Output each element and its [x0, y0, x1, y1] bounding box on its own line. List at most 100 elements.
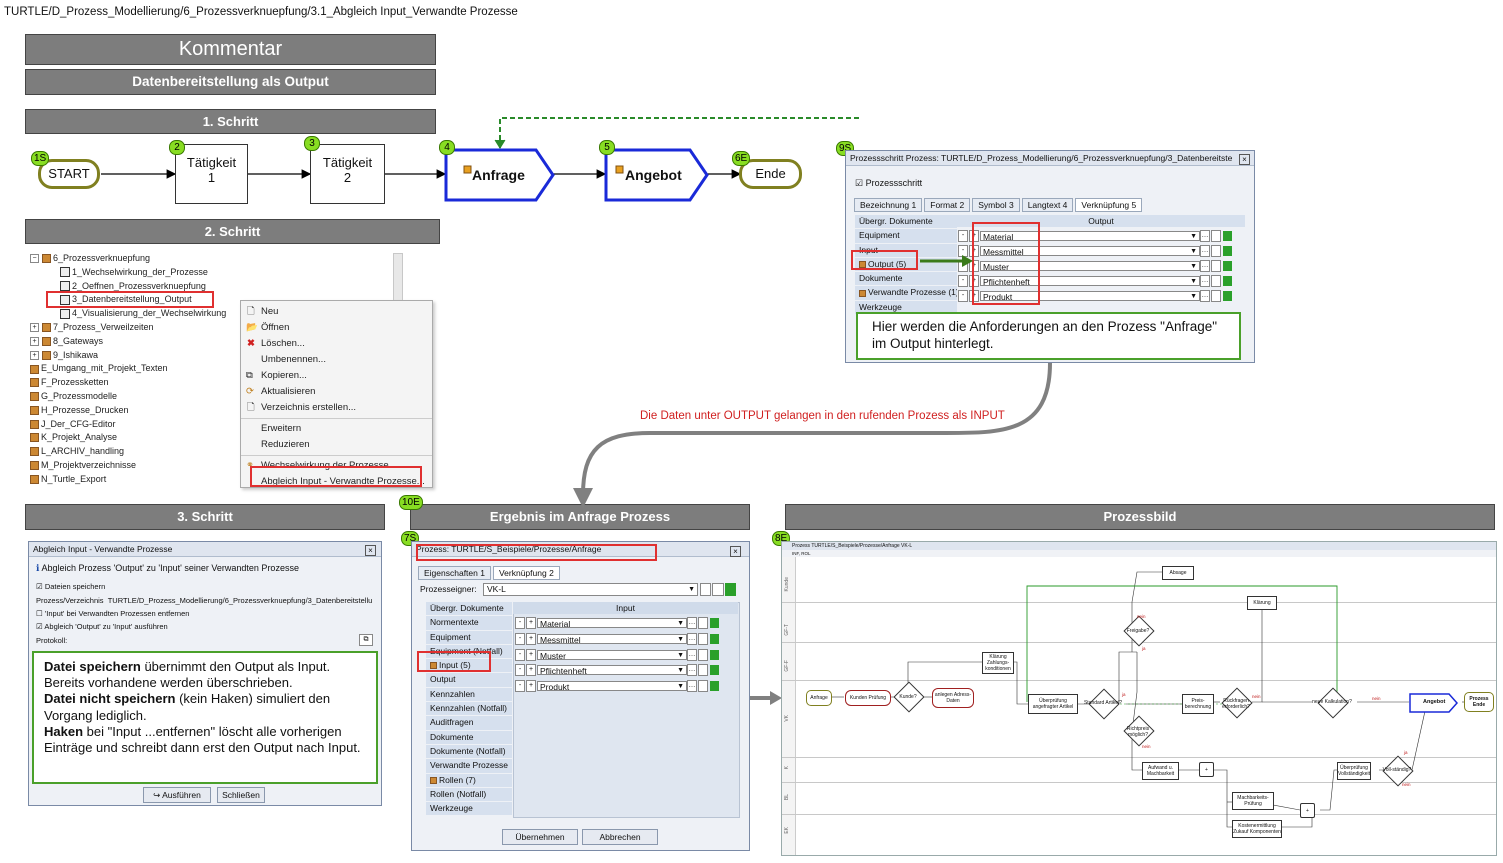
input-row[interactable]: -+Produkt…	[515, 680, 719, 692]
tree-item[interactable]: K_Projekt_Analyse	[30, 431, 400, 445]
category-item[interactable]: Auditfragen	[426, 716, 512, 731]
category-item[interactable]: Dokumente (Notfall)	[426, 744, 512, 760]
pb-kostenermittlung[interactable]: Kostenermittlung Zukauf Komponenten	[1232, 820, 1282, 838]
tab-eigenschaften[interactable]: Eigenschaften 1	[418, 566, 491, 580]
input-row[interactable]: -+Messmittel…	[515, 633, 719, 645]
menu-item-wechselwirkung[interactable]: ⚭Wechselwirkung der Prozesse	[241, 458, 432, 474]
cancel-button[interactable]: Abbrechen	[582, 829, 658, 845]
tree-item[interactable]: N_Turtle_Export	[30, 473, 400, 487]
category-item[interactable]: Equipment	[855, 229, 957, 244]
tab-bezeichnung[interactable]: Bezeichnung 1	[854, 198, 923, 212]
pb-ueberpruefung[interactable]: Überprüfung angefragter Artikel	[1028, 694, 1078, 714]
category-item[interactable]: Normentexte	[426, 616, 512, 631]
category-item[interactable]: Rollen (Notfall)	[426, 787, 512, 803]
tree-item[interactable]: +7_Prozess_Verweilzeiten	[30, 321, 400, 335]
owner-buttons[interactable]	[700, 583, 711, 596]
pb-prozess-ende[interactable]: Prozess Ende	[1464, 692, 1494, 712]
category-item[interactable]: Rollen (7)	[426, 773, 512, 788]
menu-item-loeschen[interactable]: ✖Löschen...	[241, 336, 432, 352]
pb-aufwand[interactable]: Aufwand u. Machbarkeit	[1142, 762, 1179, 780]
pb-angebot[interactable]	[1409, 693, 1459, 713]
prozess-dialog[interactable]: Prozess: TURTLE/S_Beispiele/Prozesse/Anf…	[411, 541, 750, 851]
input-row[interactable]: -+Muster…	[515, 649, 719, 661]
close-button[interactable]: Schließen	[217, 787, 265, 803]
close-icon[interactable]: ×	[730, 546, 741, 557]
category-item[interactable]: Verwandte Prozesse (1)	[855, 286, 957, 301]
category-item[interactable]: Werkzeuge	[426, 802, 512, 817]
owner-select[interactable]: VK-L▼	[483, 583, 698, 596]
menu-item-abgleich[interactable]: Abgleich Input - Verwandte Prozesse...	[261, 476, 425, 487]
category-item[interactable]: Dokumente	[855, 272, 957, 287]
pb-join-gateway[interactable]: +	[1300, 803, 1315, 818]
run-button[interactable]: ↪ Ausführen	[143, 787, 211, 803]
remove-input-checkbox[interactable]: ☐ 'Input' bei Verwandten Prozessen entfe…	[36, 609, 190, 618]
apply-button[interactable]: Übernehmen	[502, 829, 578, 845]
pb-parallel-gateway[interactable]: +	[1199, 762, 1214, 777]
ende-node[interactable]: Ende	[739, 159, 802, 189]
tree-item-selected[interactable]: 3_Datenbereitstellung_Output	[30, 293, 400, 307]
tree-item[interactable]: H_Prozesse_Drucken	[30, 404, 400, 418]
tree-item[interactable]: L_ARCHIV_handling	[30, 445, 400, 459]
tab-langtext[interactable]: Langtext 4	[1021, 198, 1074, 212]
tree-item[interactable]: J_Der_CFG-Editor	[30, 418, 400, 432]
context-menu[interactable]: 🗋Neu 📂Öffnen ✖Löschen... Umbenennen... ⧉…	[240, 300, 433, 488]
menu-item-neu[interactable]: 🗋Neu	[241, 304, 432, 320]
tree-item[interactable]: +9_Ishikawa	[30, 349, 400, 363]
pb-preisberechnung[interactable]: Preis-berechnung	[1182, 694, 1214, 714]
activity-2[interactable]: Tätigkeit 2	[310, 144, 385, 204]
category-item[interactable]: Übergr. Dokumente	[855, 215, 957, 230]
project-tree[interactable]: −6_Prozessverknuepfung 1_Wechselwirkung_…	[30, 252, 400, 487]
category-item[interactable]: Verwandte Prozesse	[426, 759, 512, 774]
anfrage-node[interactable]	[444, 148, 556, 202]
pb-klaerung-zahlung[interactable]: Klärung Zahlungs-konditionen	[982, 652, 1014, 674]
copy-log-icon[interactable]: ⧉	[359, 634, 373, 646]
activity-1[interactable]: Tätigkeit 1	[175, 144, 248, 204]
category-item[interactable]: Equipment	[426, 630, 512, 645]
category-item[interactable]: Kennzahlen	[426, 687, 512, 703]
pb-kunden-pruefung[interactable]: Kunden Prüfung	[845, 690, 891, 706]
category-item[interactable]: Output	[426, 673, 512, 688]
pb-anfrage-start[interactable]: Anfrage	[806, 690, 832, 706]
tree-item[interactable]: M_Projektverzeichnisse	[30, 459, 400, 473]
prozessbild-window[interactable]: Prozess TURTLE/S_Beispiele/Prozesse/Anfr…	[781, 541, 1497, 856]
tree-scrollbar[interactable]	[393, 253, 403, 305]
run-compare-checkbox[interactable]: ☑ Abgleich 'Output' zu 'Input' ausführen	[36, 622, 168, 631]
close-icon[interactable]: ×	[1239, 154, 1250, 165]
tree-item[interactable]: F_Prozessketten	[30, 376, 400, 390]
menu-item-verzeichnis[interactable]: 🗋Verzeichnis erstellen...	[241, 400, 432, 416]
output-row[interactable]: -+Produkt…	[958, 290, 1232, 302]
input-row[interactable]: -+Material…	[515, 617, 719, 629]
prozessschritt-checkbox[interactable]: ☑ Prozessschritt	[855, 178, 923, 188]
menu-item-kopieren[interactable]: ⧉Kopieren...	[241, 368, 432, 384]
pb-absage[interactable]: Absage	[1162, 566, 1194, 580]
tab-verknuepfung[interactable]: Verknüpfung 5	[1075, 198, 1143, 212]
menu-item-oeffnen[interactable]: 📂Öffnen	[241, 320, 432, 336]
angebot-node[interactable]	[604, 148, 710, 202]
category-item[interactable]: Übergr. Dokumente	[426, 602, 512, 617]
output-row[interactable]: -+Pflichtenheft…	[958, 275, 1232, 287]
pb-machbarkeit[interactable]: Machbarkeits-Prüfung	[1232, 792, 1274, 810]
owner-go[interactable]	[712, 583, 724, 596]
category-item[interactable]: Kennzahlen (Notfall)	[426, 702, 512, 717]
category-item[interactable]: Dokumente	[426, 730, 512, 745]
save-files-checkbox[interactable]: ☑ Dateien speichern	[36, 582, 106, 591]
start-node[interactable]: START	[38, 159, 100, 189]
tab-verknuepfung[interactable]: Verknüpfung 2	[492, 566, 560, 580]
tree-item[interactable]: −6_Prozessverknuepfung	[30, 252, 400, 266]
tree-item[interactable]: 1_Wechselwirkung_der_Prozesse	[30, 266, 400, 280]
pb-anlegen[interactable]: anlegen Adress-Daten	[932, 688, 974, 708]
input-row[interactable]: -+Pflichtenheft…	[515, 664, 719, 676]
menu-item-umbenennen[interactable]: Umbenennen...	[261, 354, 326, 365]
tree-item[interactable]: 4_Visualisierung_der_Wechselwirkung	[30, 307, 400, 321]
pb-vollstaendigkeit[interactable]: Überprüfung Vollständigkeit	[1337, 762, 1371, 780]
output-row[interactable]: -+Material…	[958, 230, 1232, 242]
tree-item[interactable]: +8_Gateways	[30, 335, 400, 349]
close-icon[interactable]: ×	[365, 545, 376, 556]
owner-go-green[interactable]	[725, 583, 736, 596]
prozess-category-list[interactable]: Übergr. Dokumente Normentexte Equipment …	[426, 602, 512, 817]
pb-klaerung[interactable]: Klärung	[1247, 596, 1277, 610]
output-row[interactable]: -+Messmittel…	[958, 245, 1232, 257]
tab-symbol[interactable]: Symbol 3	[972, 198, 1020, 212]
